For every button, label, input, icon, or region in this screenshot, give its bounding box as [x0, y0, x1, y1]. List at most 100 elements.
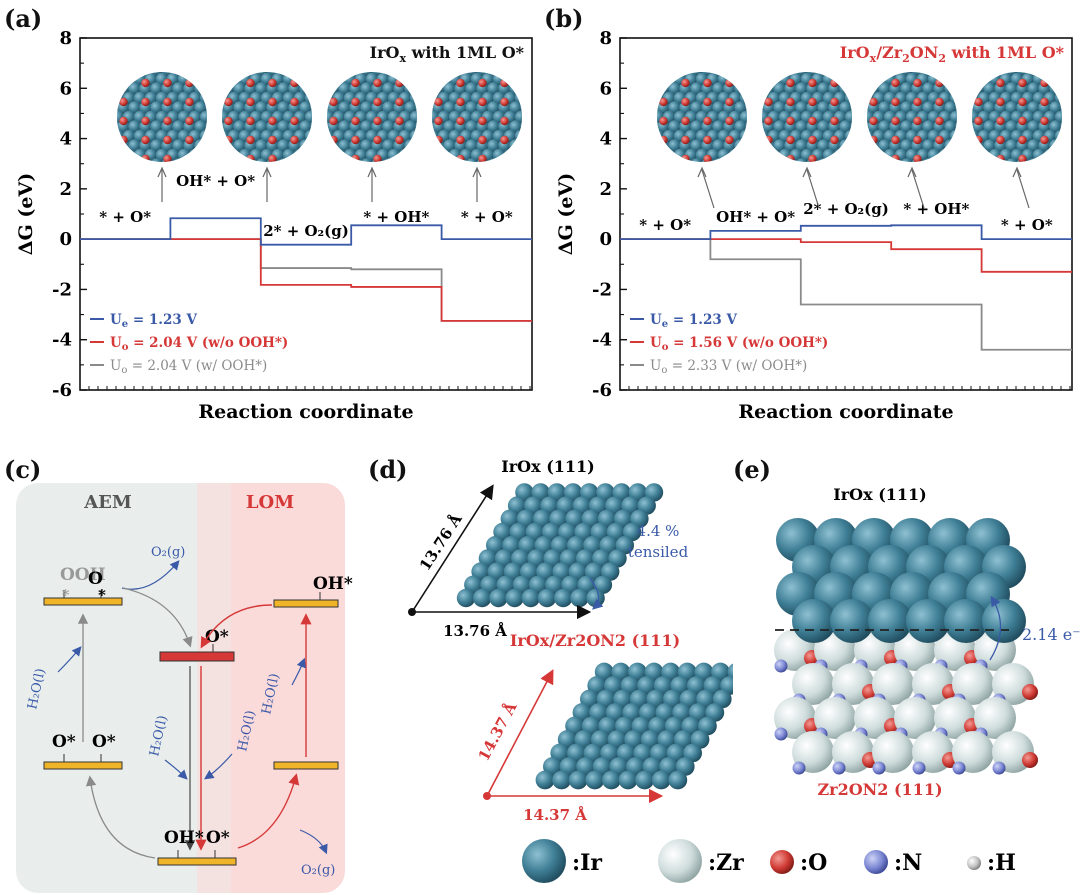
ir-atom [570, 588, 589, 608]
step-label: OH* + O* [716, 208, 795, 226]
legend-h: :H [987, 850, 1016, 876]
surface-model-4 [432, 72, 522, 162]
legend-label: Ue = 1.23 V [110, 312, 197, 330]
y-axis-label: ΔG (eV) [555, 173, 577, 255]
step-label: * + OH* [903, 200, 969, 218]
legend-label: Uo = 2.04 V (w/ OOH*) [110, 358, 267, 376]
ir-atom [537, 588, 557, 608]
ir-atom [568, 770, 588, 790]
e-top-title: IrOx (111) [833, 485, 927, 504]
legend-zr: :Zr [708, 850, 744, 876]
legend-label: Uo = 2.04 V (w/o OOH*) [110, 335, 288, 353]
legend-label: Uo = 2.33 V (w/ OOH*) [650, 358, 807, 376]
y-tick-label: 8 [599, 28, 612, 49]
ir-atom [868, 599, 912, 643]
ir-atom [489, 588, 508, 608]
step-label: * + O* [99, 208, 151, 226]
surface-model-2 [222, 72, 312, 162]
d-top-title: IrOx (111) [501, 457, 595, 476]
ir-atom [668, 770, 688, 790]
y-tick-label: -2 [52, 279, 72, 300]
y-tick-label: 4 [59, 129, 72, 150]
y-tick-label: 2 [599, 179, 612, 200]
ir-atom [535, 770, 555, 790]
legend-n-atom [864, 850, 888, 874]
interface-diagram: IrOx (111) 2.14 e⁻ Zr2ON2 (111) [774, 485, 1080, 799]
series-line-1 [80, 217, 532, 246]
legend-h-atom [967, 856, 981, 870]
y-tick-label: 2 [59, 179, 72, 200]
n-atom [774, 659, 788, 673]
y-tick-label: 6 [59, 78, 72, 99]
panel-label-b: (b) [544, 4, 584, 33]
structure-pointer [701, 169, 715, 209]
n-atom [992, 761, 1006, 775]
mechanism-diagram: AEM LOM OOH O * * O₂(g) O* OH* O* O* H₂O… [16, 483, 353, 893]
o-atom [1022, 684, 1038, 700]
panel-label-a: (a) [4, 4, 43, 33]
y-tick-label: -2 [592, 279, 612, 300]
legend-label: Uo = 1.56 V (w/o OOH*) [650, 335, 828, 353]
star-1: * [62, 586, 70, 604]
series-line-2 [620, 238, 1072, 273]
zr-atom [974, 697, 1016, 739]
ir-atom [586, 588, 605, 608]
step-label: OH* + O* [176, 172, 255, 190]
n-atom [792, 761, 806, 775]
d-top-len-b: 13.76 Å [443, 622, 507, 640]
y-tick-label: 8 [59, 28, 72, 49]
o2g-aem: O₂(g) [151, 545, 185, 560]
zr-atom [872, 663, 914, 705]
y-tick-label: 6 [599, 78, 612, 99]
x-axis-label: Reaction coordinate [738, 401, 953, 423]
ir-atom [635, 770, 654, 790]
d-strain2: tensiled [628, 543, 689, 561]
surface-model-1 [117, 72, 207, 162]
series-line-3 [80, 238, 532, 322]
series-line-2 [80, 238, 532, 322]
step-label: * + O* [461, 208, 513, 226]
ir-atom [651, 770, 671, 790]
ir-atom [618, 770, 638, 790]
y-tick-label: -6 [52, 380, 72, 401]
legend-label: Ue = 1.23 V [650, 312, 737, 330]
panel-label-d: (d) [368, 455, 408, 484]
o2g-lom: O₂(g) [301, 863, 335, 878]
o-atom [1022, 752, 1038, 768]
step-label: 2* + O₂(g) [263, 222, 349, 240]
legend-o-atom [770, 850, 794, 874]
center-ostar: O* [205, 627, 229, 647]
chart-title: IrOx/Zr2ON2 with 1ML O* [840, 43, 1065, 65]
x-axis-label: Reaction coordinate [198, 401, 413, 423]
structure-pointer [1016, 169, 1030, 209]
surface-model-3 [327, 72, 417, 162]
surface-model-2 [762, 72, 852, 162]
ir-atom [792, 599, 836, 643]
ir-atom [456, 588, 476, 608]
series-line-1 [620, 224, 1072, 241]
zr-atom [792, 731, 834, 773]
legend-o: :O [800, 850, 827, 876]
panel-label-e: (e) [733, 455, 771, 484]
e-charge: 2.14 e⁻ [1022, 625, 1080, 644]
structure-pointer [806, 169, 820, 209]
lom-label: LOM [246, 492, 294, 513]
star-2: * [98, 586, 106, 604]
strain-diagram: IrOx (111) 13.76 Å 13.76 Å 4.4 % tensile… [408, 457, 733, 824]
y-tick-label: -6 [592, 380, 612, 401]
zr-atom [814, 697, 856, 739]
legend-n: :N [894, 850, 922, 876]
o-label: O [88, 569, 103, 589]
step-label: * + O* [639, 216, 691, 234]
n-atom [774, 727, 788, 741]
ooh-label: OOH [60, 565, 106, 585]
chart-title: IrOx with 1ML O* [370, 43, 525, 65]
aem-ostar-1: O* [52, 732, 76, 752]
legend-ir: :Ir [572, 850, 602, 876]
e-bottom-title: Zr2ON2 (111) [817, 780, 942, 799]
lom-ohstar: OH* [313, 574, 353, 594]
structure-pointer [911, 169, 925, 209]
aem-background [16, 483, 231, 893]
